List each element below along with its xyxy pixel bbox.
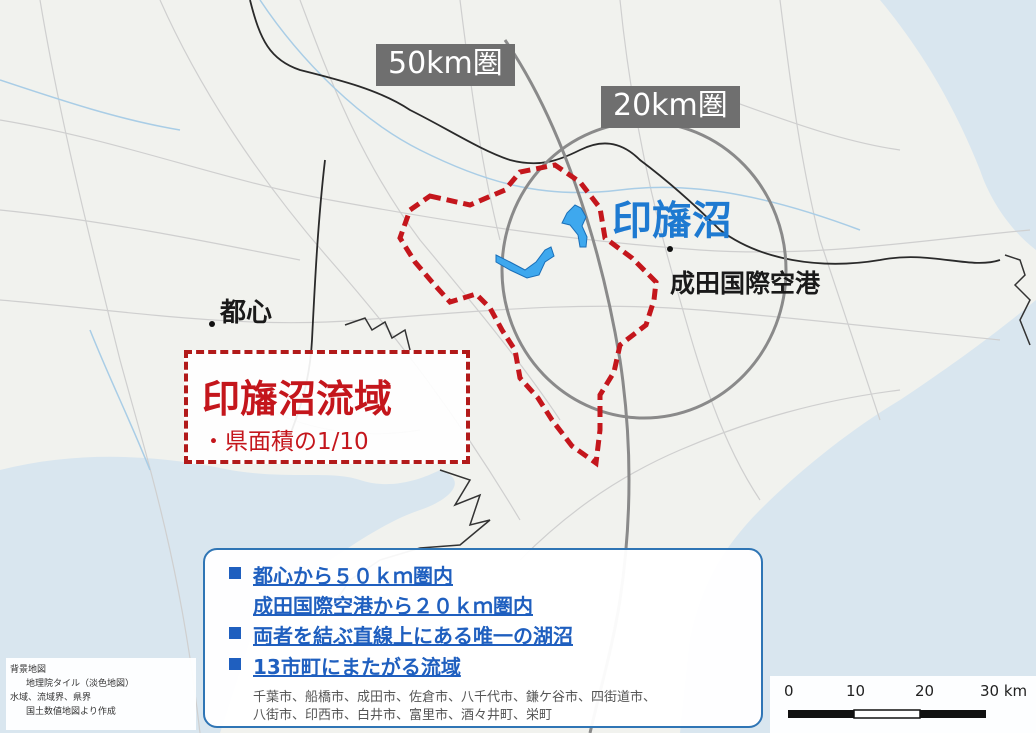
basin-title: 印旛沼流域 — [202, 377, 393, 421]
bullet-square-icon — [229, 567, 241, 579]
lake-name: 印旛沼 — [612, 198, 732, 244]
pacific-ocean — [680, 300, 1036, 733]
basin-label-box: 印旛沼流域 ・県面積の1/10 — [184, 350, 470, 464]
basin-subtitle: ・県面積の1/10 — [202, 429, 369, 455]
basin-boundary — [397, 162, 659, 468]
inba-lake-west — [495, 246, 555, 279]
inba-lake-north — [561, 204, 588, 248]
info-line-3: 両者を結ぶ直線上にある唯一の湖沼 — [253, 624, 573, 648]
east-coast-detail — [1004, 254, 1031, 346]
info-line-4: 13市町にまたがる流域 — [253, 655, 461, 679]
airport-name: 成田国際空港 — [670, 269, 821, 298]
municipalities-line-2: 八街市、印西市、白井市、富里市、酒々井町、栄町 — [253, 708, 553, 723]
bullet-square-icon — [229, 658, 241, 670]
municipalities-line-1: 千葉市、船橋市、成田市、佐倉市、八千代市、鎌ケ谷市、四街道市、 — [253, 690, 657, 705]
scale-segment-2 — [853, 709, 921, 719]
center-marker — [209, 321, 215, 327]
scale-segment-3 — [920, 710, 986, 718]
label-20km: 20km圏 — [601, 86, 740, 128]
credit-line-2: 水域、流域界、県界 — [10, 693, 92, 703]
label-50km: 50km圏 — [376, 44, 515, 86]
center-name: 都心 — [220, 298, 273, 328]
scale-bar-graphic — [788, 709, 986, 719]
credit-line-1: 地理院タイル（淡色地図） — [26, 679, 135, 689]
scale-tick-30: 30 km — [980, 682, 1028, 700]
info-box: 都心から５０ｋｍ圏内 成田国際空港から２０ｋｍ圏内 両者を結ぶ直線上にある唯一の… — [203, 548, 763, 728]
credit-heading: 背景地図 — [10, 665, 47, 675]
northeast-sea — [880, 0, 1036, 250]
scale-tick-0: 0 — [784, 682, 794, 700]
airport-marker — [667, 246, 673, 252]
scale-segment-1 — [788, 710, 854, 718]
scale-bar: 0 10 20 30 km — [770, 676, 1036, 733]
credit-line-3: 国土数値地図より作成 — [26, 707, 116, 717]
scale-tick-10: 10 — [846, 682, 866, 700]
map-credit: 背景地図 地理院タイル（淡色地図） 水域、流域界、県界 国土数値地図より作成 — [6, 658, 196, 730]
scale-tick-20: 20 — [915, 682, 935, 700]
info-line-2: 成田国際空港から２０ｋｍ圏内 — [253, 594, 533, 618]
bullet-square-icon — [229, 627, 241, 639]
info-line-1: 都心から５０ｋｍ圏内 — [253, 564, 453, 588]
river-network — [0, 0, 861, 471]
